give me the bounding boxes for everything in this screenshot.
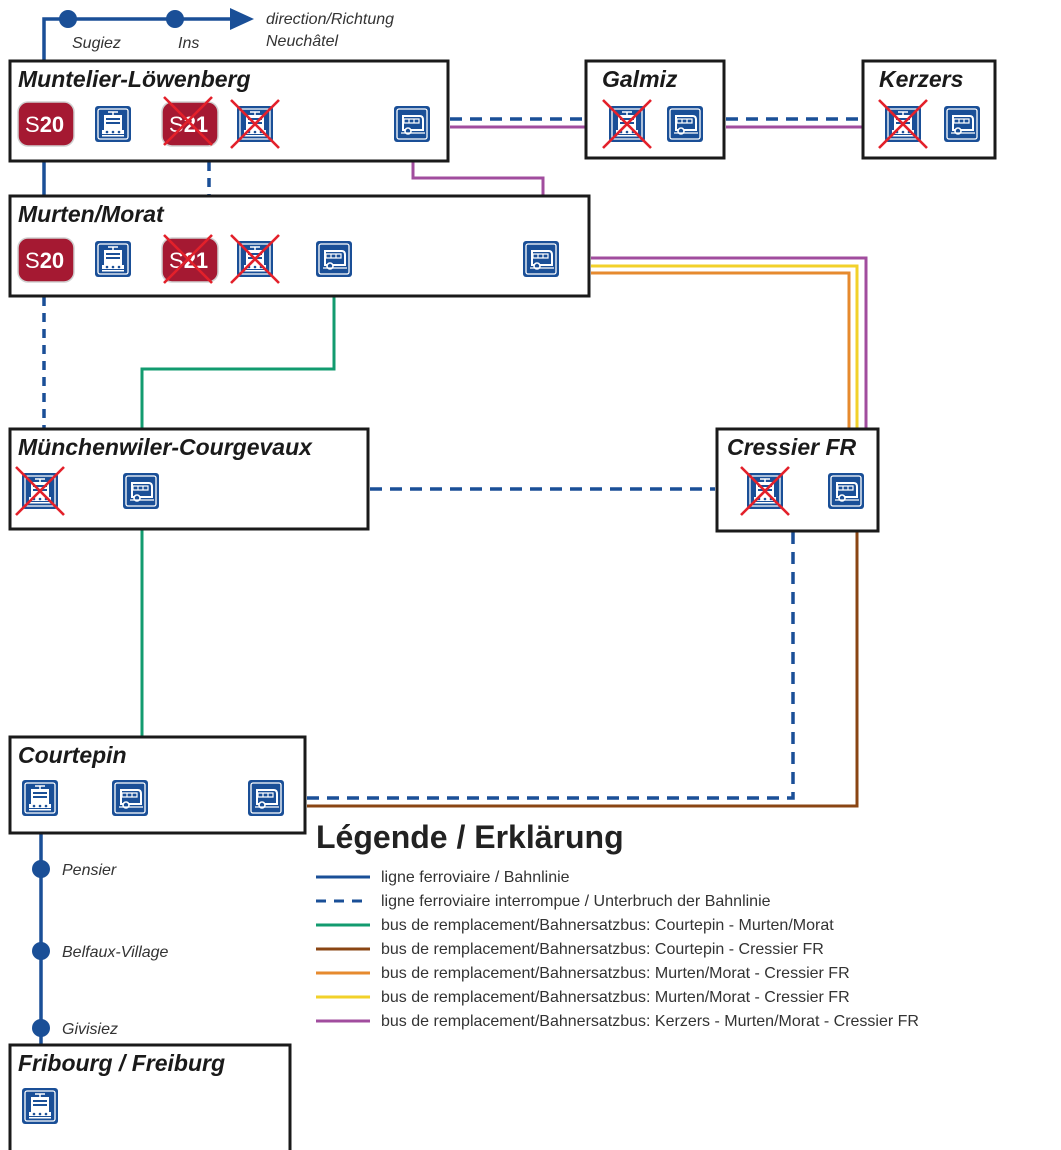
bus-icon: [111, 779, 149, 817]
bus-icon: [315, 240, 353, 278]
svg-text:S20: S20: [25, 112, 64, 137]
train-icon: [21, 779, 59, 817]
station-murten: Murten/Morat S20 S21: [8, 194, 591, 298]
station-muenchenwiler: Münchenwiler-Courgevaux: [8, 427, 370, 531]
station-title: Galmiz: [602, 66, 678, 92]
station-title: Cressier FR: [727, 434, 857, 460]
stop-label-givisiez: Givisiez: [62, 1021, 118, 1038]
legend-item: bus de remplacement/Bahnersatzbus: Kerze…: [316, 1013, 919, 1030]
bus-line-purple-muntelier-murten: [411, 162, 545, 195]
bus-icon: [393, 105, 431, 143]
s20-badge: S20: [17, 237, 75, 283]
legend-label: bus de remplacement/Bahnersatzbus: Murte…: [381, 989, 850, 1006]
bus-line-brown-courtepin-cressier: [307, 532, 859, 808]
train-icon: [94, 240, 132, 278]
bus-icon: [122, 472, 160, 510]
rail-interrupted-cressier-courtepin: [307, 532, 795, 800]
s20-badge: S20: [17, 101, 75, 147]
station-title: Courtepin: [18, 742, 127, 768]
train-icon: [21, 1087, 59, 1125]
bus-line-green-murten-muenchenwiler: [140, 297, 336, 428]
bus-line-yellow-murten-cressier: [591, 264, 859, 428]
legend-item: ligne ferroviaire / Bahnlinie: [316, 869, 570, 886]
station-kerzers: Kerzers: [861, 59, 997, 160]
bus-line-purple-murten-cressier: [591, 256, 868, 428]
direction-label-line1: direction/Richtung: [266, 11, 394, 28]
stop-dot-pensier: [32, 860, 50, 878]
station-title: Kerzers: [879, 66, 963, 92]
station-title: Muntelier-Löwenberg: [18, 66, 251, 92]
stop-label-ins: Ins: [178, 35, 199, 52]
station-box: [8, 427, 370, 531]
legend-item: bus de remplacement/Bahnersatzbus: Murte…: [316, 965, 850, 982]
bus-icon: [943, 105, 981, 143]
stop-dot-ins: [166, 10, 184, 28]
legend-label: bus de remplacement/Bahnersatzbus: Court…: [381, 941, 824, 958]
direction-label-line2: Neuchâtel: [266, 33, 338, 50]
legend-item: bus de remplacement/Bahnersatzbus: Murte…: [316, 989, 850, 1006]
legend-label: ligne ferroviaire interrompue / Unterbru…: [381, 893, 771, 910]
bus-icon: [247, 779, 285, 817]
stop-label-belfaux: Belfaux-Village: [62, 944, 169, 961]
bus-line-orange-murten-cressier: [591, 271, 851, 428]
legend-item: bus de remplacement/Bahnersatzbus: Court…: [316, 941, 824, 958]
legend-label: bus de remplacement/Bahnersatzbus: Kerze…: [381, 1013, 919, 1030]
route-lines: [32, 8, 868, 1044]
station-muntelier: Muntelier-Löwenberg S20 S21: [8, 59, 450, 163]
legend-item: bus de remplacement/Bahnersatzbus: Court…: [316, 917, 834, 934]
station-cressier: Cressier FR: [715, 427, 880, 533]
station-courtepin: Courtepin: [8, 735, 307, 835]
station-fribourg: Fribourg / Freiburg: [8, 1043, 292, 1150]
svg-text:S20: S20: [25, 248, 64, 273]
station-title: Fribourg / Freiburg: [18, 1050, 225, 1076]
bus-icon: [522, 240, 560, 278]
bus-icon: [666, 105, 704, 143]
station-box: [8, 1043, 292, 1150]
stop-dot-sugiez: [59, 10, 77, 28]
legend-label: bus de remplacement/Bahnersatzbus: Court…: [381, 917, 834, 934]
legend-label: ligne ferroviaire / Bahnlinie: [381, 869, 570, 886]
stop-label-pensier: Pensier: [62, 862, 117, 879]
station-box: [8, 59, 450, 163]
bus-icon: [827, 472, 865, 510]
station-title: Murten/Morat: [18, 201, 165, 227]
station-galmiz: Galmiz: [584, 59, 726, 160]
legend-label: bus de remplacement/Bahnersatzbus: Murte…: [381, 965, 850, 982]
stop-dot-belfaux: [32, 942, 50, 960]
legend-title: Légende / Erklärung: [316, 819, 624, 855]
legend-item: ligne ferroviaire interrompue / Unterbru…: [316, 893, 771, 910]
legend: Légende / Erklärung ligne ferroviaire / …: [316, 819, 919, 1030]
direction-arrow-icon: [230, 8, 254, 30]
station-title: Münchenwiler-Courgevaux: [18, 434, 313, 460]
stop-dot-givisiez: [32, 1019, 50, 1037]
stop-label-sugiez: Sugiez: [72, 35, 121, 52]
train-icon: [94, 105, 132, 143]
